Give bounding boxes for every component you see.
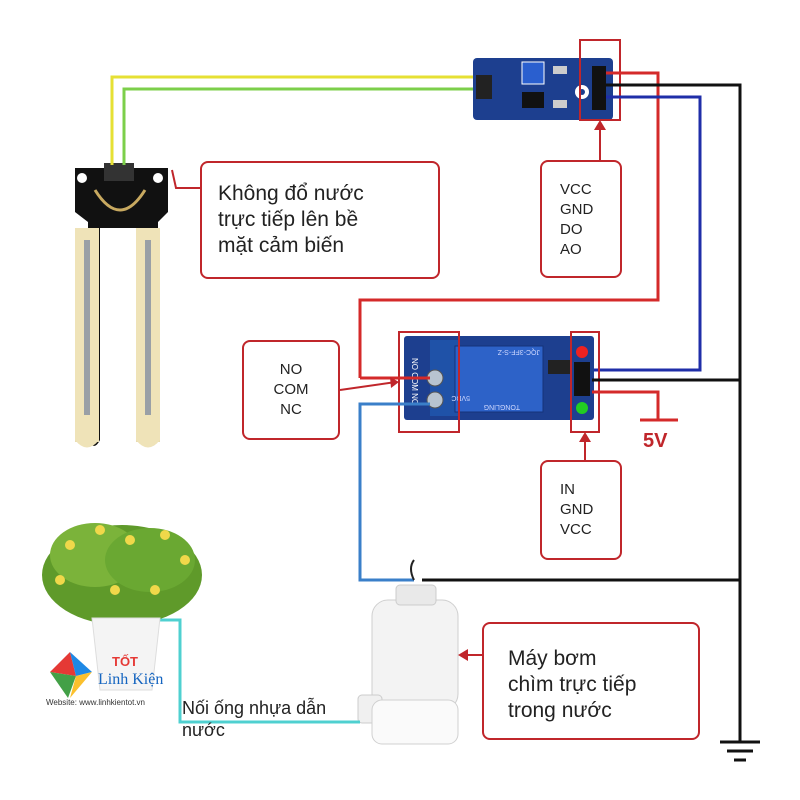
power-5v-label: 5V [643,430,668,452]
pin-ao: AO [560,241,582,258]
pump-note-line-2: chìm trực tiếp [508,673,637,696]
pump-note-line-1: Máy bơm [508,647,597,670]
tube-note-line-2: nước [182,720,225,740]
logo-icon [50,652,92,698]
relay-contact-print: NO COM NC [410,358,419,405]
sensor-module-board [473,58,613,120]
water-pump [357,559,459,745]
blue-wire-pump [358,402,430,582]
pin-relay-vcc: VCC [560,521,592,538]
pump-note-callout: Máy bơm chìm trực tiếp trong nước [482,622,700,740]
blue-wire-do [592,95,702,372]
red-wire-vcc [358,71,660,378]
yellow-wire [110,75,475,165]
ground-icon [720,740,760,762]
pin-gnd: GND [560,201,594,218]
logo-top-text: TỐT [112,654,138,669]
sensor-warning-line-3: mặt cảm biến [218,234,345,257]
relay-brand-print: TONGLING [484,403,520,410]
tube-note-line-1: Nối ống nhựa dẫn [182,698,327,718]
sensor-warning-line-1: Không đổ nước [218,182,364,205]
sensor-warning-callout: Không đổ nước trực tiếp lên bề mặt cảm b… [200,161,440,279]
black-wire-gnd [606,83,742,742]
red-wire-relay-vcc [592,390,660,420]
pin-relay-gnd: GND [560,501,594,518]
potted-plant-image [42,523,202,691]
relay-input-callout: IN GND VCC [540,460,622,560]
relay-module-board [404,336,594,420]
relay-contact-callout: NO COM NC [242,340,340,440]
logo-website: Website: www.linhkientot.vn [46,698,146,707]
sensor-pin-callout: VCC GND DO AO [540,160,622,278]
soil-moisture-probe [75,163,168,448]
relay-model-print: JQC-3FF-S-Z [497,348,540,355]
logo-name: Linh Kiện [98,671,164,688]
sensor-warning-line-2: trực tiếp lên bề [218,208,359,231]
pin-in: IN [560,481,575,498]
pin-com: COM [273,381,309,398]
pin-no: NO [279,361,303,378]
pump-note-line-3: trong nước [508,699,612,722]
pin-nc: NC [280,401,302,418]
tube-note: Nối ống nhựa dẫn nước [182,697,326,741]
pin-do: DO [560,221,583,238]
relay-coil-print: 5VDC [451,394,470,401]
pin-vcc: VCC [560,181,592,198]
green-wire [122,87,475,165]
